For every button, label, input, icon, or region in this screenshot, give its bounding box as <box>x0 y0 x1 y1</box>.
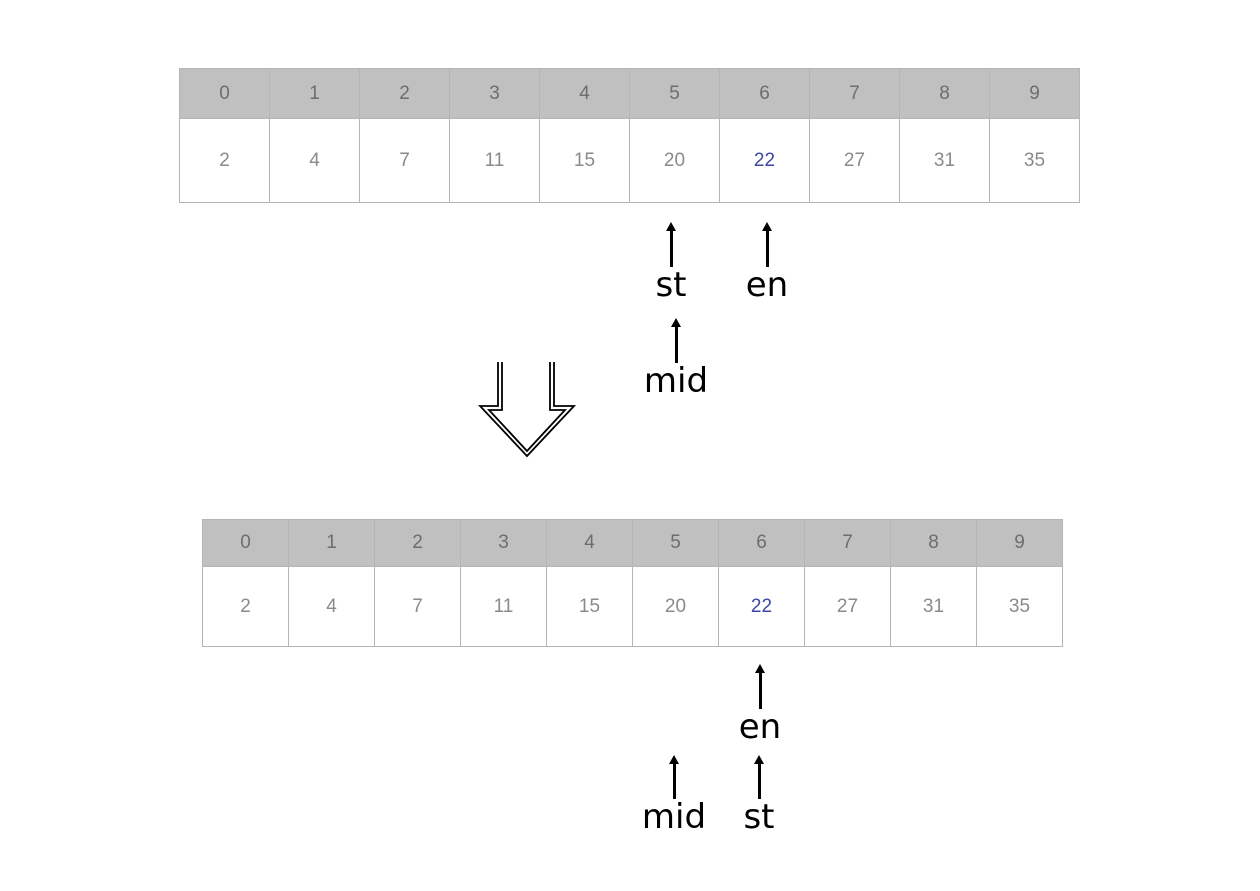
index-cell: 2 <box>374 519 461 567</box>
value-cell-target: 22 <box>718 566 805 647</box>
index-cell: 2 <box>359 68 450 119</box>
en-pointer-after: en <box>710 664 810 745</box>
pointer-label: st <box>655 265 687 305</box>
index-cell: 3 <box>449 68 540 119</box>
st-pointer-before: st <box>621 222 721 303</box>
index-cell: 4 <box>546 519 633 567</box>
index-cell: 1 <box>288 519 375 567</box>
up-arrow-icon <box>669 755 679 799</box>
value-cell-target: 22 <box>719 118 810 203</box>
value-cell: 15 <box>546 566 633 647</box>
index-cell: 4 <box>539 68 630 119</box>
index-cell: 7 <box>804 519 891 567</box>
array-after: 0 1 2 3 4 5 6 7 8 9 2 4 7 11 15 20 22 27… <box>202 519 1063 647</box>
index-cell: 0 <box>179 68 270 119</box>
index-cell: 3 <box>460 519 547 567</box>
index-cell: 0 <box>202 519 289 567</box>
value-cell: 15 <box>539 118 630 203</box>
index-cell: 5 <box>632 519 719 567</box>
index-row: 0 1 2 3 4 5 6 7 8 9 <box>202 519 1063 567</box>
index-cell: 8 <box>899 68 990 119</box>
value-row: 2 4 7 11 15 20 22 27 31 35 <box>179 118 1080 203</box>
index-cell: 6 <box>719 68 810 119</box>
mid-pointer-after: mid <box>624 755 724 835</box>
value-cell: 2 <box>202 566 289 647</box>
value-cell: 35 <box>976 566 1063 647</box>
pointer-label: en <box>738 707 782 747</box>
index-cell: 8 <box>890 519 977 567</box>
up-arrow-icon <box>671 318 681 363</box>
index-cell: 5 <box>629 68 720 119</box>
value-cell: 4 <box>288 566 375 647</box>
value-row: 2 4 7 11 15 20 22 27 31 35 <box>202 566 1063 647</box>
pointer-label: mid <box>641 797 707 837</box>
index-cell: 7 <box>809 68 900 119</box>
index-cell: 6 <box>718 519 805 567</box>
value-cell: 4 <box>269 118 360 203</box>
value-cell: 7 <box>359 118 450 203</box>
st-pointer-after: st <box>709 755 809 835</box>
index-cell: 9 <box>989 68 1080 119</box>
value-cell: 2 <box>179 118 270 203</box>
pointer-label: mid <box>643 361 709 401</box>
value-cell: 7 <box>374 566 461 647</box>
index-cell: 9 <box>976 519 1063 567</box>
mid-pointer-before: mid <box>626 318 726 399</box>
value-cell: 35 <box>989 118 1080 203</box>
up-arrow-icon <box>666 222 676 267</box>
value-cell: 27 <box>809 118 900 203</box>
array-before: 0 1 2 3 4 5 6 7 8 9 2 4 7 11 15 20 22 27… <box>179 68 1080 203</box>
up-arrow-icon <box>755 664 765 709</box>
down-arrow-icon <box>478 362 577 458</box>
en-pointer-before: en <box>717 222 817 303</box>
pointer-label: en <box>745 265 789 305</box>
pointer-label: st <box>743 797 775 837</box>
value-cell: 11 <box>449 118 540 203</box>
value-cell: 11 <box>460 566 547 647</box>
up-arrow-icon <box>762 222 772 267</box>
index-row: 0 1 2 3 4 5 6 7 8 9 <box>179 68 1080 119</box>
value-cell: 20 <box>629 118 720 203</box>
up-arrow-icon <box>754 755 764 799</box>
index-cell: 1 <box>269 68 360 119</box>
value-cell: 20 <box>632 566 719 647</box>
value-cell: 31 <box>890 566 977 647</box>
value-cell: 31 <box>899 118 990 203</box>
value-cell: 27 <box>804 566 891 647</box>
